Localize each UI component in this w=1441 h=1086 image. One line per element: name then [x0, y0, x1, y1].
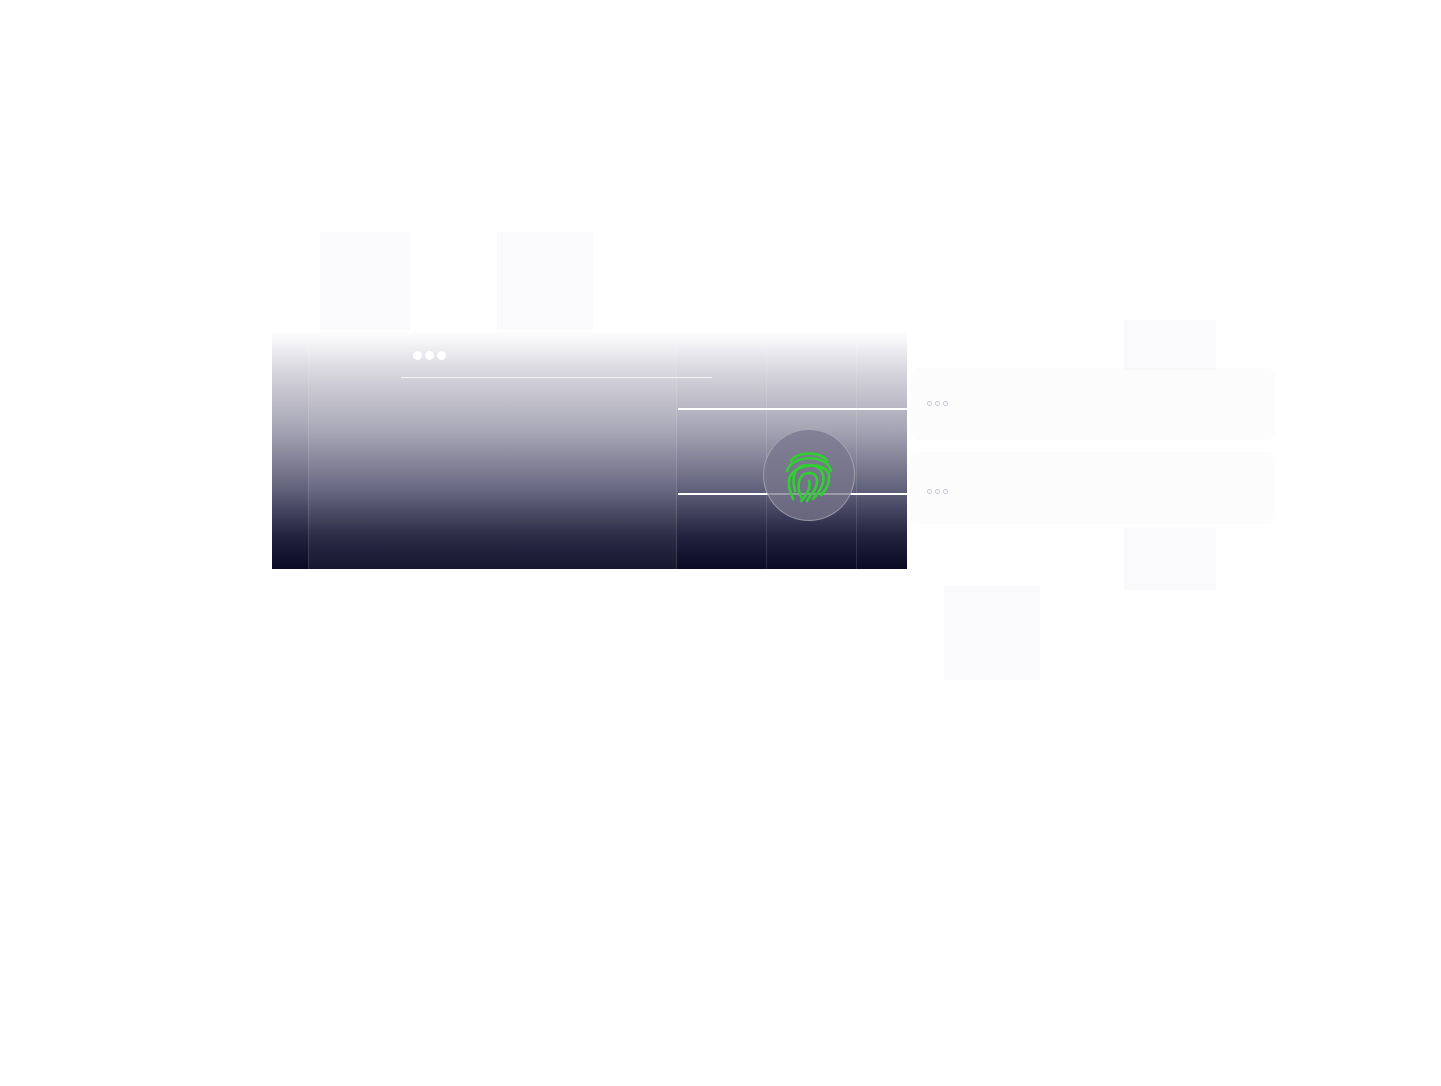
ghost-row [910, 368, 1275, 440]
window-dot [437, 351, 446, 360]
connector-dots [927, 489, 948, 494]
ghost-panel [1124, 528, 1216, 590]
connector-dots [927, 401, 948, 406]
ghost-row [910, 452, 1275, 524]
connector-dot [927, 489, 932, 494]
ghost-panel [1124, 320, 1216, 370]
ghost-panel [320, 232, 410, 330]
connector-dot [935, 489, 940, 494]
window-dot [413, 351, 422, 360]
window-controls [413, 351, 446, 360]
connector-dot [943, 401, 948, 406]
fingerprint-icon [785, 452, 833, 503]
connector-line [678, 408, 907, 410]
grid-line [766, 331, 767, 569]
ghost-panel [944, 586, 1040, 680]
connector-dot [927, 401, 932, 406]
fingerprint-button[interactable] [763, 429, 855, 521]
browser-window [308, 331, 712, 569]
ghost-panel [497, 232, 593, 330]
grid-line [856, 331, 857, 569]
connector-dot [943, 489, 948, 494]
gradient-banner [272, 331, 907, 569]
connector-dot [935, 401, 940, 406]
window-dot [425, 351, 434, 360]
titlebar-divider [401, 377, 712, 378]
